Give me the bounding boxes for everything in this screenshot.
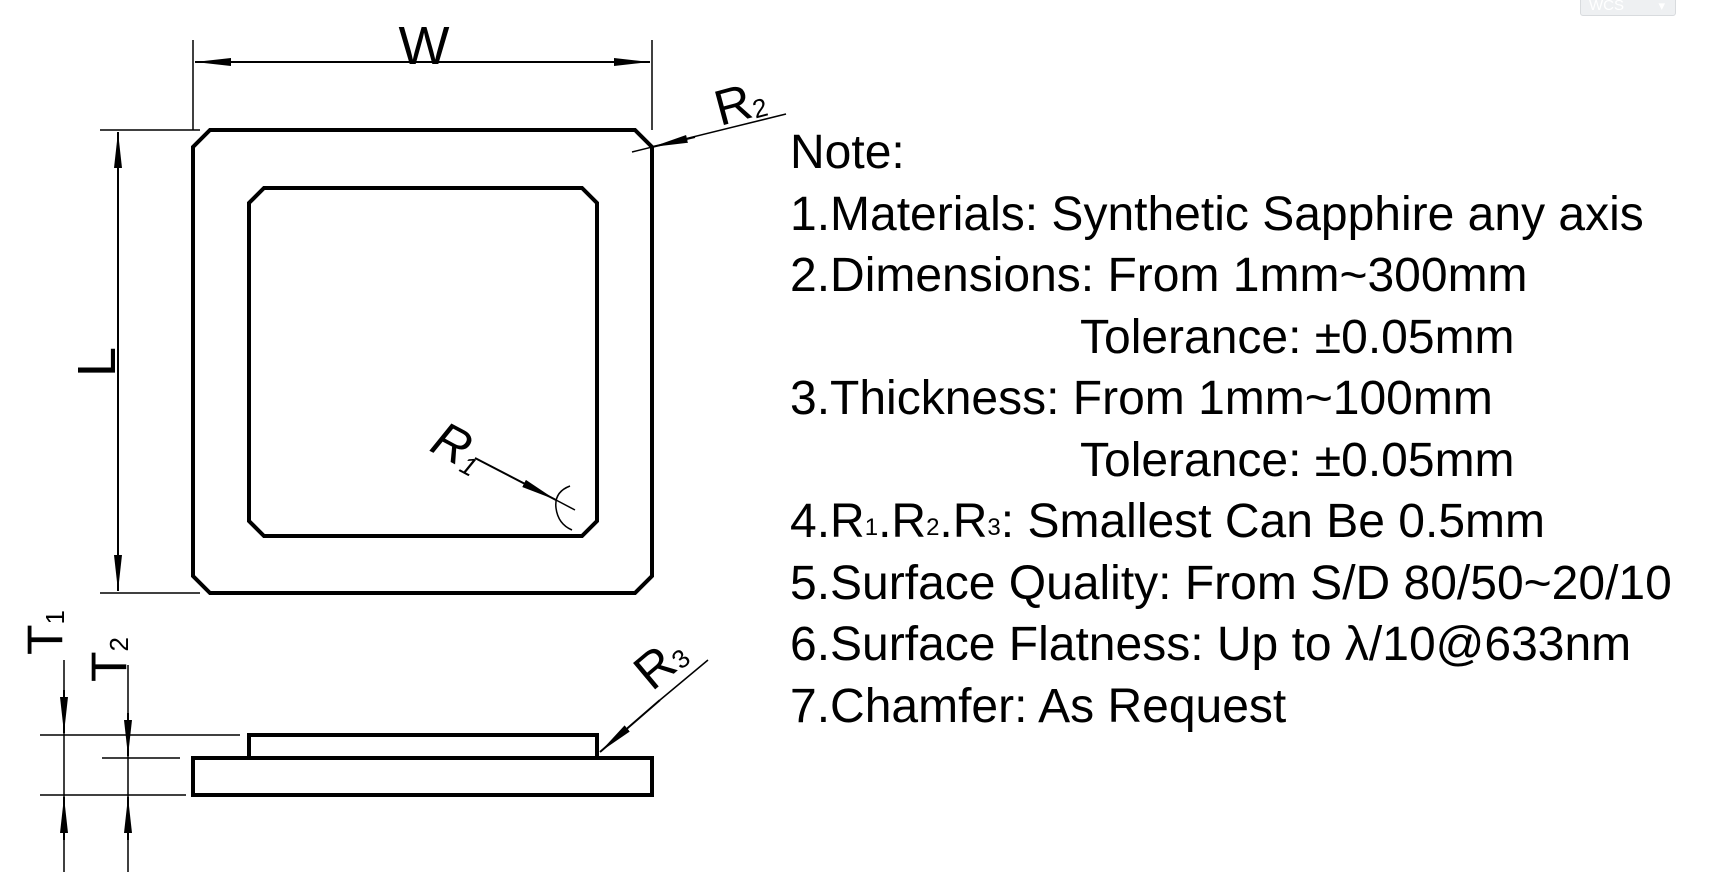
t1-label: T1 xyxy=(17,610,73,655)
notes-title: Note: xyxy=(790,126,905,179)
side-view-raised-step xyxy=(247,733,599,758)
note-radii-prefix: 4.R xyxy=(790,495,865,548)
note-radii-sub1: 1 xyxy=(864,514,879,541)
note-chamfer: 7.Chamfer: As Request xyxy=(790,679,1287,733)
notes-block: Note: 1.Materials: Synthetic Sapphire an… xyxy=(790,122,1672,737)
r1-leader xyxy=(474,457,557,501)
note-radii-sub3: 3 xyxy=(987,514,1001,541)
r3-leader xyxy=(659,659,709,701)
note-surface-flatness: 6.Surface Flatness: Up to λ/10@633nm xyxy=(790,618,1632,671)
l-label: L xyxy=(67,347,127,377)
view-cube-wcs-control[interactable]: WCS ▾ xyxy=(1580,0,1676,16)
note-radii: 4.R1.R2.R3: Smallest Can Be 0.5mm xyxy=(790,491,1672,553)
t2-label: T2 xyxy=(81,637,137,682)
side-view-base-plate xyxy=(191,756,654,797)
chevron-down-icon: ▾ xyxy=(1658,0,1665,13)
note-materials: 1.Materials: Synthetic Sapphire any axis xyxy=(790,187,1644,241)
r2-label: R2 xyxy=(708,69,771,136)
note-radii-suffix: : Smallest Can Be 0.5mm xyxy=(1000,495,1545,548)
note-thickness-tolerance: Tolerance: ±0.05mm xyxy=(1080,433,1515,487)
wcs-label: WCS xyxy=(1589,0,1624,14)
r1-leader-tail xyxy=(555,499,576,511)
note-dimensions-tolerance: Tolerance: ±0.05mm xyxy=(1080,310,1515,364)
outer-frame-outline xyxy=(191,128,654,595)
r3-arrow xyxy=(599,699,661,753)
note-radii-mid1: .R xyxy=(878,495,927,548)
note-thickness: 3.Thickness: From 1mm~100mm xyxy=(790,372,1493,425)
note-surface-quality: 5.Surface Quality: From S/D 80/50~20/10 xyxy=(790,556,1672,610)
r3-label: R3 xyxy=(623,625,698,700)
note-radii-mid2: .R xyxy=(939,495,988,548)
note-dimensions: 2.Dimensions: From 1mm~300mm xyxy=(790,249,1528,302)
note-radii-sub2: 2 xyxy=(926,514,940,541)
w-label: W xyxy=(399,16,450,76)
r1-corner-arc xyxy=(555,485,573,531)
inner-pocket-outline xyxy=(247,186,599,538)
r2-arrow xyxy=(651,134,696,148)
r1-label: R1 xyxy=(423,410,494,483)
